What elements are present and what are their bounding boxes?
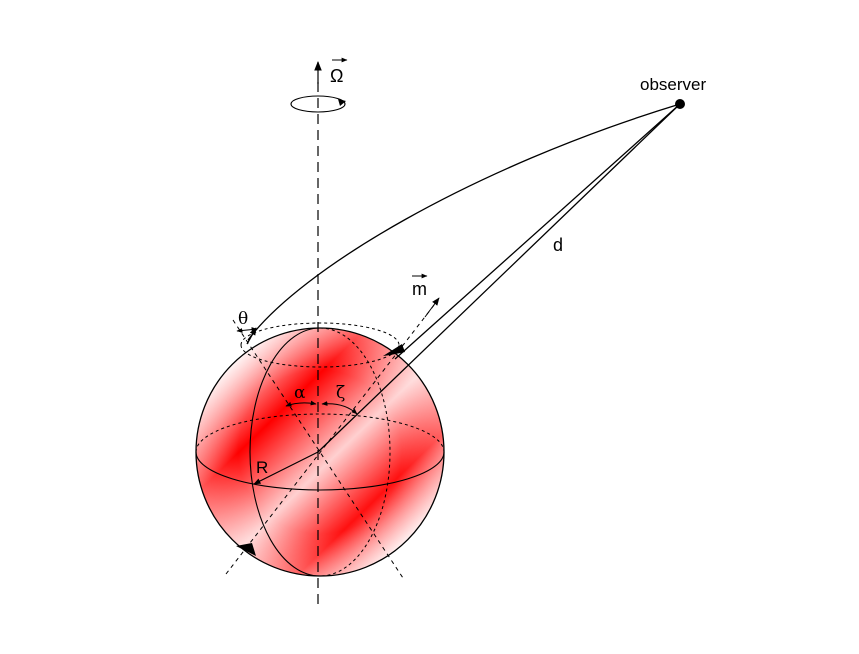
rotation-indicator xyxy=(290,95,346,113)
equator xyxy=(195,413,445,491)
dipole-axis xyxy=(225,299,439,575)
omega-text: Ω xyxy=(330,66,343,86)
theta-angle: θ xyxy=(236,309,258,333)
magnetic-moment-label: m xyxy=(412,273,428,299)
theta-label: θ xyxy=(238,309,248,329)
zeta-angle: ζ xyxy=(321,383,358,415)
meridian xyxy=(249,327,391,577)
magnetic-moment-arrow xyxy=(424,297,440,318)
alpha-label: α xyxy=(294,383,306,403)
magnetic-axis xyxy=(232,319,404,579)
alpha-angle: α xyxy=(285,383,317,407)
radius-indicator: R xyxy=(253,451,319,485)
omega-label: Ω xyxy=(330,57,348,86)
observer-label: observer xyxy=(640,75,706,94)
line-of-sight-parallel xyxy=(394,103,681,360)
beam-cone-top xyxy=(383,344,405,356)
beam-cone-bottom xyxy=(236,543,256,556)
curved-light-path xyxy=(247,103,681,341)
distance-label: d xyxy=(553,235,563,255)
radius-label: R xyxy=(256,458,268,477)
magnetic-moment-text: m xyxy=(412,279,427,299)
observer-point xyxy=(675,99,685,109)
line-of-sight xyxy=(317,103,681,453)
zeta-label: ζ xyxy=(336,383,345,403)
